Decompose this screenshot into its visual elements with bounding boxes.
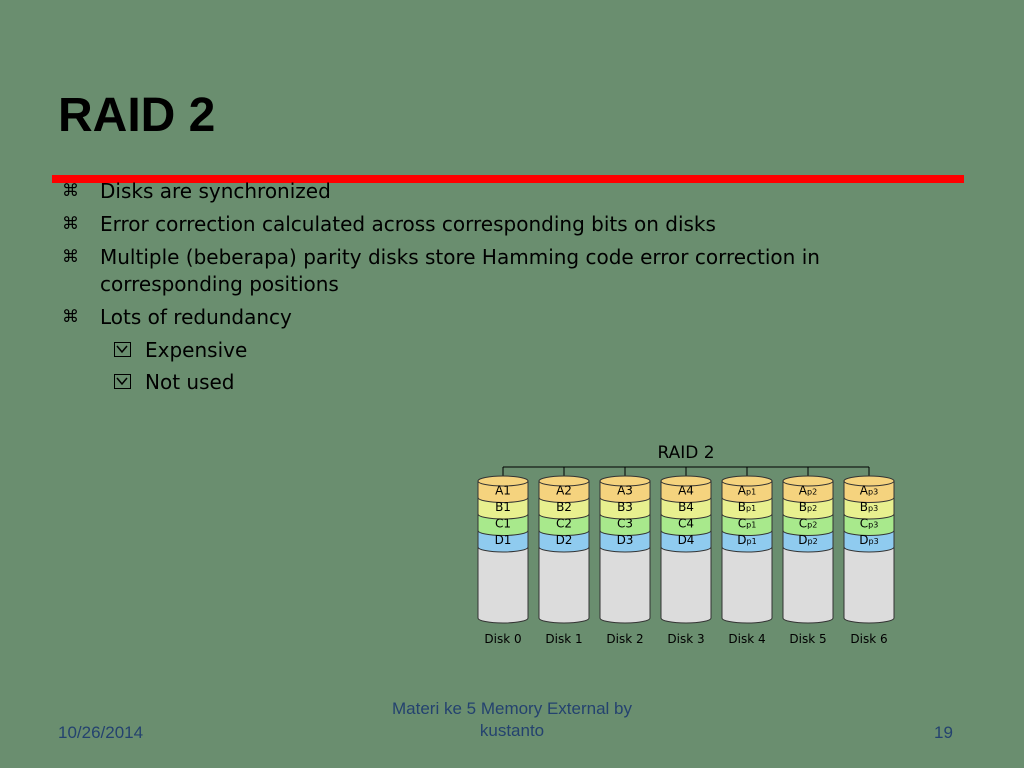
sub-bullet-item: Expensive: [62, 337, 862, 364]
bullet-text: Multiple (beberapa) parity disks store H…: [100, 245, 820, 296]
command-key-icon: ⌘: [62, 181, 79, 201]
block-label: C1: [495, 516, 511, 530]
block-label: D2: [556, 533, 573, 547]
slide-title: RAID 2: [58, 89, 216, 142]
disk-block: [538, 480, 590, 503]
disk-block: [721, 513, 773, 536]
disk-label: Disk 1: [545, 632, 582, 646]
footer-date: 10/26/2014: [58, 723, 144, 742]
block-label: Dp3: [859, 533, 878, 547]
block-label: Ap1: [738, 483, 756, 497]
disk-label: Disk 5: [789, 632, 826, 646]
block-label: D1: [495, 533, 512, 547]
disk-block: [782, 530, 834, 553]
disk-block: [843, 530, 895, 553]
block-label: Ap3: [860, 483, 878, 497]
disk-block: [477, 513, 529, 536]
block-label: A2: [556, 483, 572, 497]
bullet-item: ⌘ Disks are synchronized: [62, 178, 862, 205]
block-label: Bp1: [738, 500, 756, 514]
bullet-item: ⌘ Multiple (beberapa) parity disks store…: [62, 244, 862, 298]
block-label: Cp3: [860, 516, 879, 530]
block-label: B2: [556, 500, 572, 514]
disk-block: [782, 513, 834, 536]
title-underline: [52, 175, 964, 183]
bullet-text: Lots of redundancy: [100, 305, 292, 329]
disk-block: [599, 497, 651, 520]
checkbox-icon: [114, 374, 131, 389]
disk-block: [599, 530, 651, 553]
disk-block: [843, 497, 895, 520]
block-label: Bp2: [799, 500, 817, 514]
disk-top: [477, 475, 529, 487]
disk-block: [843, 513, 895, 536]
block-label: D3: [617, 533, 634, 547]
disk-top: [538, 475, 590, 487]
disk-block: [538, 513, 590, 536]
disk-label: Disk 6: [850, 632, 887, 646]
bullet-text: Disks are synchronized: [100, 179, 331, 203]
disk-label: Disk 2: [606, 632, 643, 646]
sub-bullet-text: Expensive: [145, 338, 248, 362]
command-key-icon: ⌘: [62, 247, 79, 267]
block-label: B4: [678, 500, 694, 514]
disk-top: [843, 475, 895, 487]
checkbox-icon: [114, 342, 131, 357]
disk-block: [782, 497, 834, 520]
diagram-title: RAID 2: [657, 443, 714, 463]
disk-top: [721, 475, 773, 487]
block-label: A3: [617, 483, 633, 497]
disk-top: [599, 475, 651, 487]
block-label: B1: [495, 500, 511, 514]
disk-block: [843, 480, 895, 503]
disk-block: [721, 530, 773, 553]
sub-bullet-item: Not used: [62, 369, 862, 396]
footer-page-number: 19: [934, 723, 953, 742]
sub-bullet-text: Not used: [145, 370, 235, 394]
block-label: C3: [617, 516, 633, 530]
disk-block: [721, 480, 773, 503]
disk-block: [782, 480, 834, 503]
disk-label: Disk 0: [484, 632, 521, 646]
block-label: C4: [678, 516, 694, 530]
block-label: Cp1: [738, 516, 757, 530]
disk-block: [538, 497, 590, 520]
disk-block: [538, 530, 590, 553]
block-label: Dp2: [798, 533, 817, 547]
bullet-list: ⌘ Disks are synchronized ⌘ Error correct…: [62, 178, 862, 401]
disk-block: [477, 480, 529, 503]
block-label: Ap2: [799, 483, 817, 497]
block-label: Bp3: [860, 500, 878, 514]
block-label: Dp1: [737, 533, 756, 547]
disk-block: [599, 480, 651, 503]
disk-top: [782, 475, 834, 487]
disk-block: [660, 497, 712, 520]
disk-block: [599, 513, 651, 536]
block-label: C2: [556, 516, 572, 530]
command-key-icon: ⌘: [62, 214, 79, 234]
bullet-item: ⌘ Error correction calculated across cor…: [62, 211, 862, 238]
disk-label: Disk 3: [667, 632, 704, 646]
block-label: A4: [678, 483, 694, 497]
block-label: D4: [678, 533, 695, 547]
footer-center-text: Materi ke 5 Memory External by kustanto: [392, 699, 632, 740]
disk-top: [660, 475, 712, 487]
disk-block: [660, 530, 712, 553]
block-label: B3: [617, 500, 633, 514]
disk-block: [477, 497, 529, 520]
bullet-item: ⌘ Lots of redundancy: [62, 304, 862, 331]
disk-block: [477, 530, 529, 553]
command-key-icon: ⌘: [62, 307, 79, 327]
disk-block: [721, 497, 773, 520]
block-label: A1: [495, 483, 511, 497]
bullet-text: Error correction calculated across corre…: [100, 212, 716, 236]
disk-label: Disk 4: [728, 632, 765, 646]
disk-block: [660, 480, 712, 503]
block-label: Cp2: [799, 516, 818, 530]
disk-block: [660, 513, 712, 536]
